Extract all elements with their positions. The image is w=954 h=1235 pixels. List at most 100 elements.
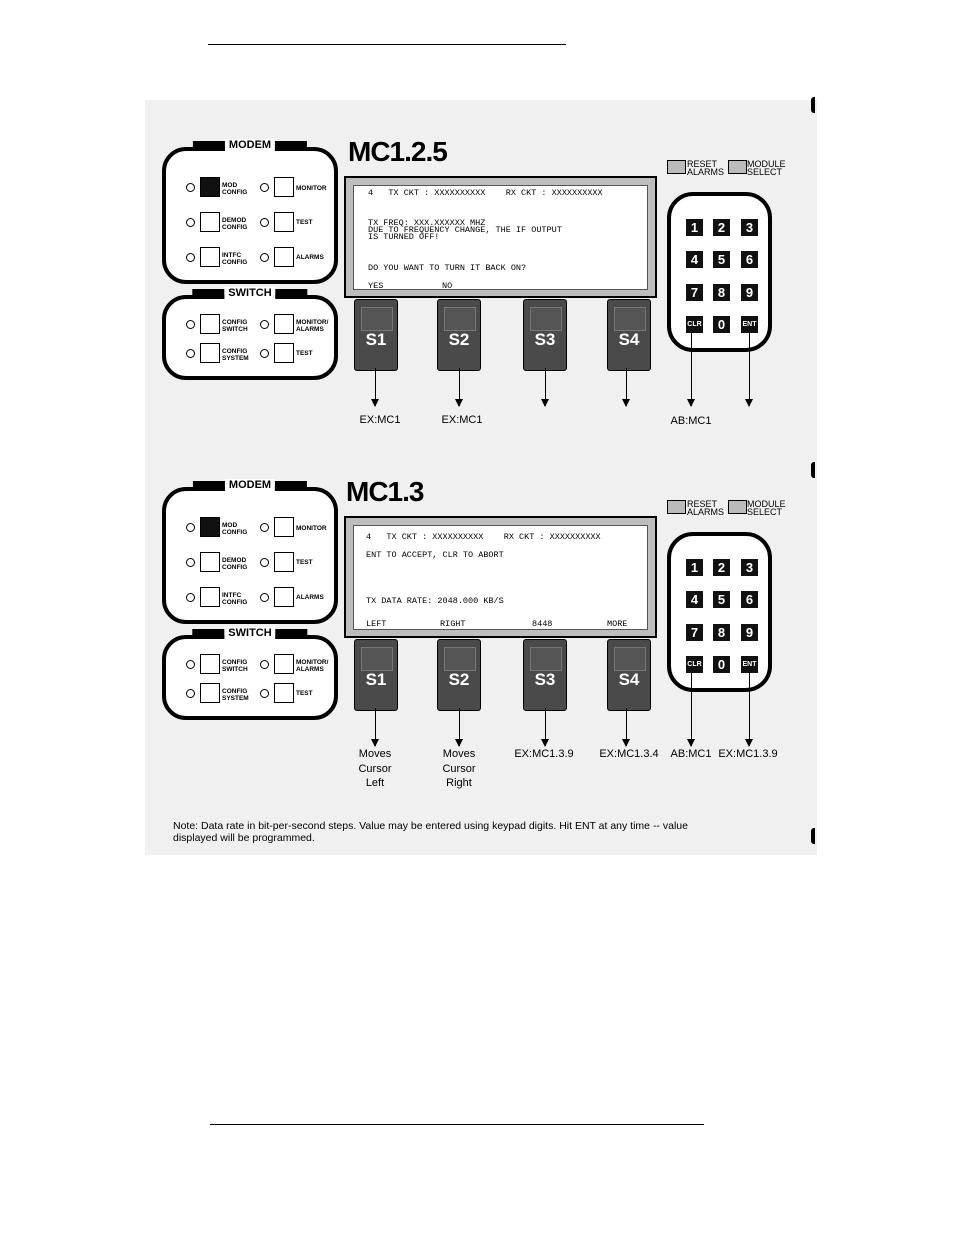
- intfc-config-button[interactable]: [200, 247, 220, 267]
- lcd-line: IS TURNED OFF!: [368, 232, 440, 242]
- mod-config-label: MOD CONFIG: [222, 522, 248, 536]
- config-system-button[interactable]: [200, 343, 220, 363]
- led: [260, 349, 269, 358]
- monitor-alarms-button[interactable]: [274, 314, 294, 334]
- s1-button[interactable]: S1: [354, 639, 398, 711]
- led: [260, 660, 269, 669]
- s3-label: S3: [534, 330, 556, 349]
- config-switch-button[interactable]: [200, 314, 220, 334]
- key-3[interactable]: 3: [741, 219, 758, 236]
- s1-label: S1: [365, 670, 387, 689]
- config-switch-button[interactable]: [200, 654, 220, 674]
- config-system-button[interactable]: [200, 683, 220, 703]
- key-3[interactable]: 3: [741, 559, 758, 576]
- switch-heading: SWITCH: [192, 627, 309, 639]
- switch-module: SWITCH CONFIG SWITCH MONITOR/ ALARMS CON…: [162, 287, 338, 380]
- caption-s1: Moves Cursor Left: [358, 748, 392, 789]
- demod-config-button[interactable]: [200, 552, 220, 572]
- s4-button[interactable]: S4: [607, 299, 651, 371]
- monitor-button[interactable]: [274, 517, 294, 537]
- key-2[interactable]: 2: [713, 559, 730, 576]
- key-0[interactable]: 0: [713, 316, 730, 333]
- test-button[interactable]: [274, 683, 294, 703]
- alarms-button[interactable]: [274, 587, 294, 607]
- key-7[interactable]: 7: [686, 624, 703, 641]
- arrow-s1: [371, 708, 379, 747]
- key-4[interactable]: 4: [686, 591, 703, 608]
- intfc-config-button[interactable]: [200, 587, 220, 607]
- test-label: TEST: [296, 559, 313, 566]
- key-1[interactable]: 1: [686, 219, 703, 236]
- led: [186, 349, 195, 358]
- arrow-clr: [687, 672, 695, 747]
- led: [186, 320, 195, 329]
- lcd-softkey-label: YES: [368, 281, 384, 291]
- reset-alarms-label: RESET ALARMS: [687, 499, 725, 517]
- demod-config-label: DEMOD CONFIG: [222, 217, 248, 231]
- modem-heading: MODEM: [192, 479, 308, 491]
- monitor-alarms-label: MONITOR/ ALARMS: [296, 319, 329, 333]
- key-2[interactable]: 2: [713, 219, 730, 236]
- led: [260, 593, 269, 602]
- key-ent[interactable]: ENT: [741, 316, 758, 333]
- arrow-ent: [745, 332, 753, 407]
- key-6[interactable]: 6: [741, 251, 758, 268]
- alarms-button[interactable]: [274, 247, 294, 267]
- lcd-line: ENT TO ACCEPT, CLR TO ABORT: [366, 550, 504, 560]
- arrow-s1: [371, 368, 379, 407]
- s1-button[interactable]: S1: [354, 299, 398, 371]
- s2-button[interactable]: S2: [437, 299, 481, 371]
- key-6[interactable]: 6: [741, 591, 758, 608]
- s3-button[interactable]: S3: [523, 299, 567, 371]
- key-4[interactable]: 4: [686, 251, 703, 268]
- lcd-header: 4 TX CKT : XXXXXXXXXX RX CKT : XXXXXXXXX…: [368, 188, 603, 198]
- caption-s1: EX:MC1: [359, 414, 401, 426]
- monitor-alarms-button[interactable]: [274, 654, 294, 674]
- lcd-screen: 4 TX CKT : XXXXXXXXXX RX CKT : XXXXXXXXX…: [353, 525, 648, 630]
- key-clr[interactable]: CLR: [686, 656, 703, 673]
- page-edge-mark: [811, 828, 815, 844]
- key-8[interactable]: 8: [713, 284, 730, 301]
- test-label: TEST: [296, 690, 313, 697]
- key-5[interactable]: 5: [713, 251, 730, 268]
- key-8[interactable]: 8: [713, 624, 730, 641]
- test-button[interactable]: [274, 212, 294, 232]
- led: [186, 593, 195, 602]
- test-button[interactable]: [274, 552, 294, 572]
- lcd-display: 4 TX CKT : XXXXXXXXXX RX CKT : XXXXXXXXX…: [344, 516, 657, 638]
- config-switch-label: CONFIG SWITCH: [222, 319, 248, 333]
- arrow-clr: [687, 332, 695, 407]
- test-button[interactable]: [274, 343, 294, 363]
- key-ent[interactable]: ENT: [741, 656, 758, 673]
- monitor-button[interactable]: [274, 177, 294, 197]
- key-0[interactable]: 0: [713, 656, 730, 673]
- demod-config-button[interactable]: [200, 212, 220, 232]
- monitor-alarms-label: MONITOR/ ALARMS: [296, 659, 329, 673]
- reset-alarms-label: RESET ALARMS: [687, 159, 725, 177]
- arrow-s4: [622, 708, 630, 747]
- s2-label: S2: [448, 670, 470, 689]
- arrow-s3: [541, 368, 549, 407]
- key-7[interactable]: 7: [686, 284, 703, 301]
- page-edge-mark: [811, 97, 815, 113]
- s4-button[interactable]: S4: [607, 639, 651, 711]
- s3-label: S3: [534, 670, 556, 689]
- key-clr[interactable]: CLR: [686, 316, 703, 333]
- caption-s2: EX:MC1: [441, 414, 483, 426]
- s2-button[interactable]: S2: [437, 639, 481, 711]
- modem-module: MODEM MOD CONFIG MONITOR DEMOD CONFIG TE…: [162, 479, 338, 624]
- arrow-s4: [622, 368, 630, 407]
- footnote: Note: Data rate in bit-per-second steps.…: [173, 820, 688, 844]
- mod-config-button[interactable]: [200, 177, 220, 197]
- key-1[interactable]: 1: [686, 559, 703, 576]
- modem-heading: MODEM: [192, 139, 308, 151]
- mod-config-button[interactable]: [200, 517, 220, 537]
- lcd-softkey-label: LEFT: [366, 619, 387, 629]
- top-rule: [208, 44, 566, 45]
- key-9[interactable]: 9: [741, 284, 758, 301]
- s3-button[interactable]: S3: [523, 639, 567, 711]
- arrow-s2: [455, 708, 463, 747]
- key-9[interactable]: 9: [741, 624, 758, 641]
- key-5[interactable]: 5: [713, 591, 730, 608]
- caption-s2: Moves Cursor Right: [442, 748, 476, 789]
